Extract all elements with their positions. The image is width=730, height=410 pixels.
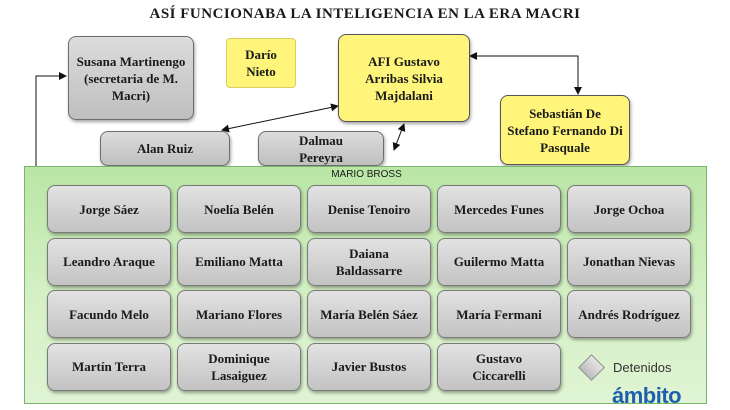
node-dalmau: Dalmau Pereyra <box>258 131 384 166</box>
member-box: Leandro Araque <box>47 237 171 286</box>
group-label: MARIO BROSS <box>331 169 402 180</box>
member-box: Dominique Lasaiguez <box>177 342 301 391</box>
node-dario: Darío Nieto <box>226 38 296 88</box>
node-sebastian: Sebastián De Stefano Fernando Di Pasqual… <box>500 95 630 165</box>
diagram-title: ASÍ FUNCIONABA LA INTELIGENCIA EN LA ERA… <box>149 6 581 22</box>
member-box: María Belén Sáez <box>307 290 431 338</box>
connector-afi-alan <box>221 103 339 133</box>
member-box: Jorge Ochoa <box>567 185 691 233</box>
member-box: Noelía Belén <box>177 185 301 233</box>
ambito-logo: ámbito <box>612 383 682 408</box>
node-susana: Susana Martinengo (secretaria de M. Macr… <box>68 36 194 120</box>
node-alan: Alan Ruiz <box>100 131 230 166</box>
member-box: María Fermani <box>437 290 561 338</box>
member-box: Daiana Baldassarre <box>307 237 431 286</box>
member-box: Denise Tenoiro <box>307 185 431 233</box>
member-box: Martín Terra <box>47 342 171 391</box>
connector-afi-dalmau <box>392 123 406 151</box>
legend-label: Detenidos <box>613 359 672 375</box>
member-box: Jorge Sáez <box>47 185 171 233</box>
member-box: Mariano Flores <box>177 290 301 338</box>
member-box: Mercedes Funes <box>437 185 561 233</box>
member-box: Facundo Melo <box>47 290 171 338</box>
member-box: Gustavo Ciccarelli <box>437 342 561 391</box>
legend: Detenidos <box>578 353 672 381</box>
member-box: Andrés Rodríguez <box>567 290 691 338</box>
member-box: Javier Bustos <box>307 342 431 391</box>
diamond-icon <box>578 353 605 381</box>
member-box: Jonathan Nievas <box>567 237 691 286</box>
member-box: Guilermo Matta <box>437 237 561 286</box>
node-afi: AFI Gustavo Arribas Silvia Majdalani <box>338 34 470 122</box>
member-box: Emiliano Matta <box>177 237 301 286</box>
connector-afi-sebastian <box>469 52 582 95</box>
